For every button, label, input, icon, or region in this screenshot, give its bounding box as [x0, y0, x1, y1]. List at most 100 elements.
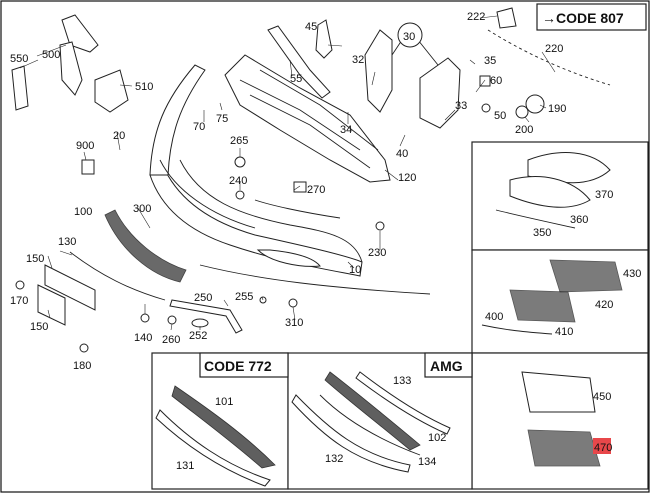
- callout-132: 132: [325, 453, 343, 465]
- trim-133: [355, 371, 451, 435]
- part-550: [11, 65, 29, 111]
- callout-133: 133: [393, 375, 411, 387]
- callout-200: 200: [515, 124, 533, 136]
- callout-250: 250: [194, 292, 212, 304]
- callout-230: 230: [368, 247, 386, 259]
- callout-430: 430: [623, 268, 641, 280]
- bracket-45: [315, 19, 333, 59]
- strip-250: [169, 299, 243, 334]
- grille-470: [527, 429, 601, 467]
- callout-34: 34: [340, 124, 352, 136]
- callout-270: 270: [307, 184, 325, 196]
- grille-101: [171, 385, 276, 469]
- callout-350: 350: [533, 227, 551, 239]
- callout-33: 33: [455, 100, 467, 112]
- impact-absorber: [224, 54, 391, 183]
- callout-180: 180: [73, 360, 91, 372]
- callout-70: 70: [193, 121, 205, 133]
- bracket-32: [364, 29, 393, 113]
- callout-220: 220: [545, 43, 563, 55]
- callout-45: 45: [305, 21, 317, 33]
- callout-60: 60: [490, 75, 502, 87]
- plate-150-lower: [37, 284, 66, 326]
- callout-310: 310: [285, 317, 303, 329]
- callout-134: 134: [418, 456, 436, 468]
- part-200: [515, 105, 529, 119]
- callout-131: 131: [176, 460, 194, 472]
- trim-131: [155, 409, 271, 487]
- callout-170: 170: [10, 295, 28, 307]
- callout-150-lower: 150: [30, 321, 48, 333]
- callout-550: 550: [10, 53, 28, 65]
- callout-75: 75: [216, 113, 228, 125]
- callout-35: 35: [484, 55, 496, 67]
- callout-470: 470: [594, 442, 612, 454]
- strip-130: [69, 251, 166, 301]
- callout-300: 300: [133, 203, 151, 215]
- trim-350: [495, 209, 576, 229]
- callout-265: 265: [230, 135, 248, 147]
- callout-500: 500: [42, 49, 60, 61]
- callout-101: 101: [215, 396, 233, 408]
- callout-150-upper: 150: [26, 253, 44, 265]
- fasteners: [15, 75, 491, 353]
- callout-55: 55: [290, 73, 302, 85]
- bracket-33: [419, 57, 461, 129]
- trim-134: [319, 394, 421, 456]
- highlight-470: [593, 438, 611, 454]
- callout-10: 10: [349, 264, 361, 276]
- callout-120: 120: [398, 172, 416, 184]
- part-190: [525, 94, 545, 114]
- strip-220: [487, 29, 611, 86]
- code-772-tab: [199, 352, 289, 378]
- grille-420: [549, 259, 623, 293]
- callout-510: 510: [135, 81, 153, 93]
- grille-102: [324, 371, 421, 451]
- grille-410: [509, 289, 576, 323]
- callout-360: 360: [570, 214, 588, 226]
- code-807-label: →CODE 807: [542, 10, 624, 26]
- trim-400: [481, 324, 553, 335]
- callout-140: 140: [134, 332, 152, 344]
- amg-tab: [424, 352, 473, 378]
- trim-132: [291, 394, 411, 473]
- callout-32: 32: [352, 54, 364, 66]
- part-222: [496, 7, 517, 29]
- bracket-55: [267, 25, 331, 99]
- callout-102: 102: [428, 432, 446, 444]
- callout-20: 20: [113, 130, 125, 142]
- callout-30: 30: [403, 31, 415, 43]
- callout-255: 255: [235, 291, 253, 303]
- callout-252: 252: [189, 330, 207, 342]
- part-500-lower: [59, 41, 83, 96]
- callout-410: 410: [555, 326, 573, 338]
- callout-240: 240: [229, 175, 247, 187]
- callout-450: 450: [593, 391, 611, 403]
- leader-lines: [19, 15, 556, 331]
- callout-370: 370: [595, 189, 613, 201]
- light-grille-360: [509, 176, 591, 208]
- bumper-cover: [149, 64, 431, 295]
- part-510: [94, 69, 129, 113]
- callout-50: 50: [494, 110, 506, 122]
- callout-400: 400: [485, 311, 503, 323]
- callout-30-circle: [397, 22, 423, 48]
- callout-260: 260: [162, 334, 180, 346]
- code-807-box: →CODE 807: [536, 3, 647, 31]
- amg-label: AMG: [430, 358, 463, 374]
- code-772-label: CODE 772: [204, 358, 272, 374]
- inset-panel-fog-grille: [471, 352, 649, 490]
- callout-222: 222: [467, 11, 485, 23]
- callout-900: 900: [76, 140, 94, 152]
- callout-100: 100: [74, 206, 92, 218]
- grille-450: [521, 371, 596, 413]
- callout-130: 130: [58, 236, 76, 248]
- lower-grille-100: [104, 209, 187, 283]
- plate-150-upper: [44, 264, 96, 311]
- callout-labels: 10 20 30 32 33 34 35 40 45 50 55 60 70 7…: [10, 11, 641, 472]
- callout-40: 40: [396, 148, 408, 160]
- callout-420: 420: [595, 299, 613, 311]
